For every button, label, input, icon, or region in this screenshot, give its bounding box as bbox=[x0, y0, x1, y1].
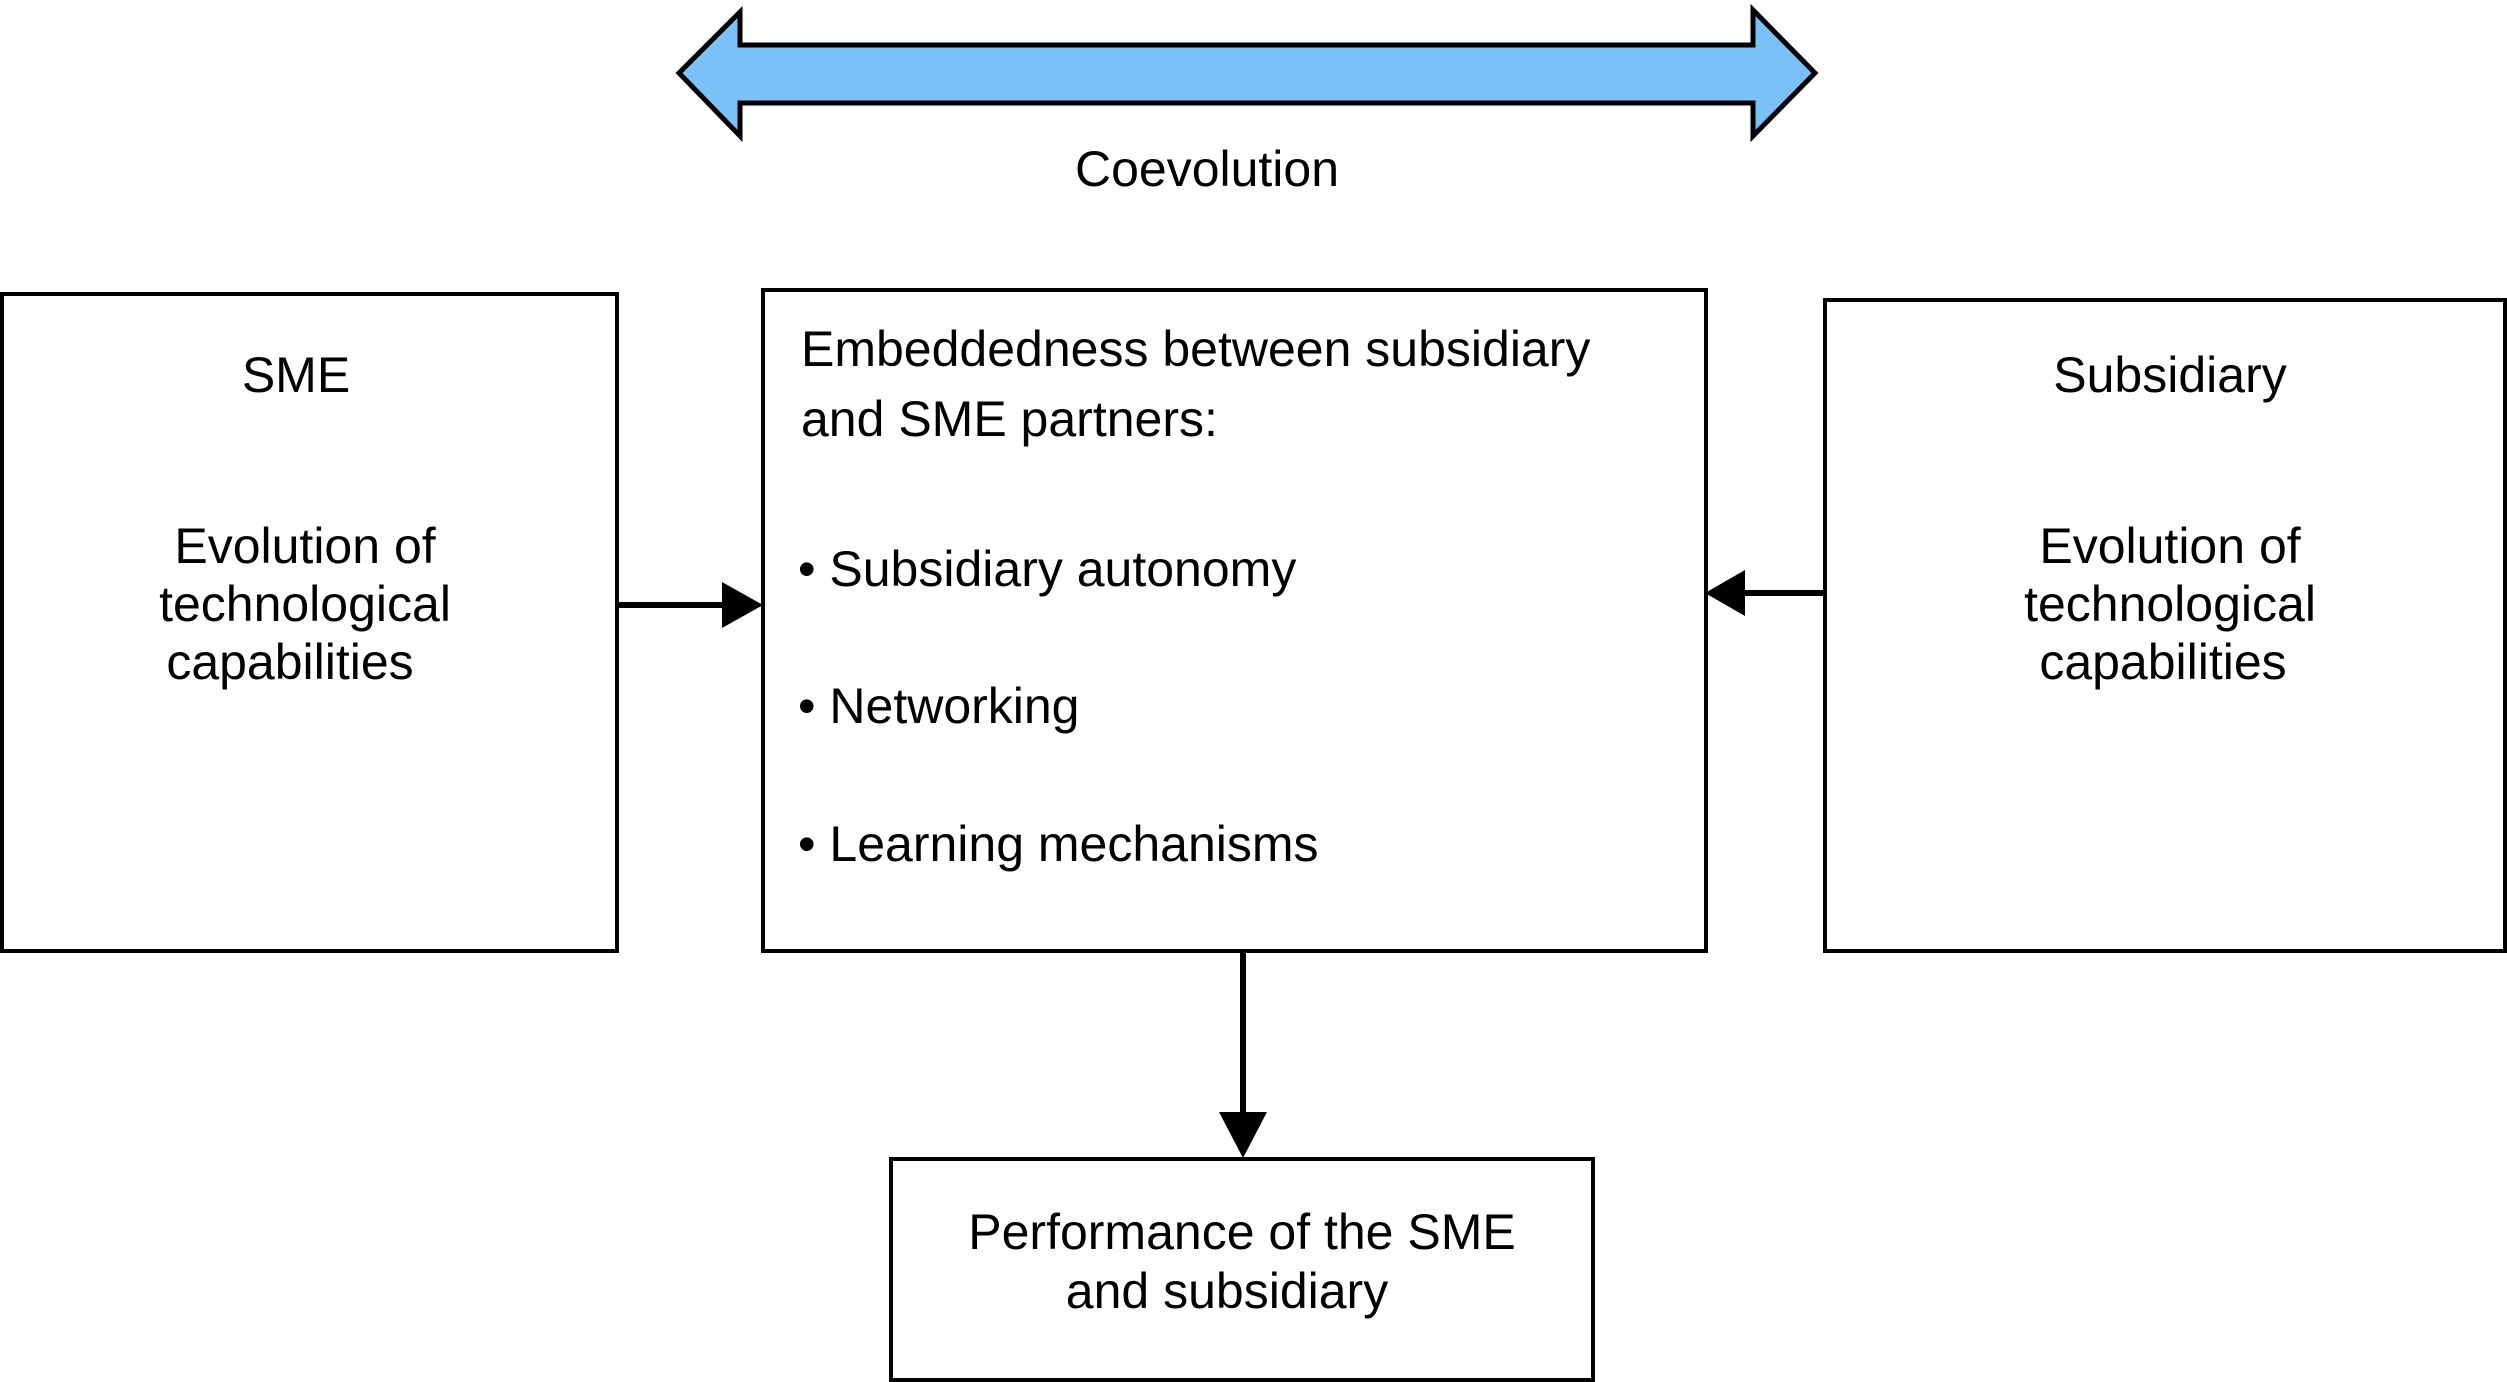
embeddedness-box bbox=[761, 288, 1708, 953]
bullet-learning-mechanisms: • Learning mechanisms bbox=[798, 816, 1319, 872]
subsidiary-box-title: Subsidiary bbox=[2053, 347, 2287, 403]
coevolution-double-arrow bbox=[675, 3, 1819, 143]
sme-box-body-line-2: technological bbox=[159, 576, 451, 632]
embeddedness-to-performance-arrowhead bbox=[1219, 1112, 1267, 1158]
sme-box-body-line-1: Evolution of bbox=[174, 518, 436, 574]
performance-line-1: Performance of the SME bbox=[968, 1204, 1516, 1260]
sme-box-title: SME bbox=[241, 347, 351, 403]
subsidiary-box-body-line-3: capabilities bbox=[2039, 634, 2287, 690]
embeddedness-title-line-2: and SME partners: bbox=[801, 391, 1218, 447]
sme-box-body-line-3: capabilities bbox=[166, 634, 414, 690]
subsidiary-box bbox=[1823, 298, 2507, 953]
sme-to-embeddedness-arrowhead bbox=[722, 582, 763, 628]
sme-box bbox=[0, 292, 619, 953]
coevolution-label: Coevolution bbox=[1074, 141, 1340, 197]
subsidiary-to-embeddedness-arrowhead bbox=[1705, 570, 1745, 616]
bullet-subsidiary-autonomy: • Subsidiary autonomy bbox=[798, 541, 1297, 597]
performance-line-2: and subsidiary bbox=[1065, 1263, 1389, 1319]
embeddedness-title-line-1: Embeddedness between subsidiary bbox=[801, 321, 1591, 377]
subsidiary-box-body-line-1: Evolution of bbox=[2039, 518, 2301, 574]
bullet-networking: • Networking bbox=[798, 678, 1080, 734]
subsidiary-box-body-line-2: technological bbox=[2024, 576, 2316, 632]
performance-box bbox=[889, 1157, 1595, 1382]
